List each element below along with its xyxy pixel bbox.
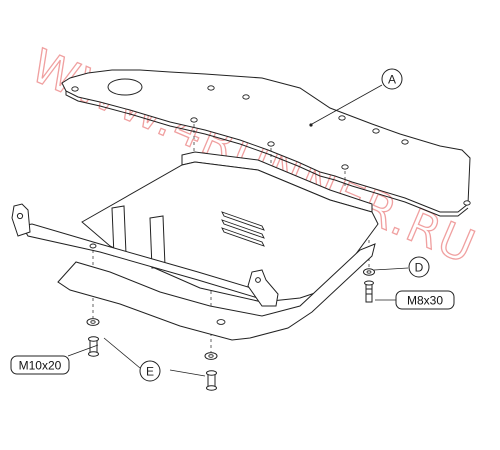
leader-lines <box>67 84 409 377</box>
bolt-m10-tag: M10x20 <box>10 355 70 375</box>
skid-plate-hole <box>216 319 226 325</box>
top-plate-marker-dot <box>309 123 313 127</box>
bolt-m8-tag: M8x30 <box>395 290 455 310</box>
callout-e-label: E <box>146 365 154 379</box>
skid-plate-hole-rear <box>89 243 97 249</box>
bolt-right-lower <box>206 370 217 391</box>
callout-d-label: D <box>415 261 424 275</box>
callout-a-label: A <box>388 73 396 87</box>
washer-right-hole <box>208 354 214 358</box>
bolt-m8-label: M8x30 <box>407 294 443 308</box>
callout-a: A <box>381 68 403 90</box>
washer-left-hole <box>90 320 96 324</box>
washer-d-hole <box>366 270 372 274</box>
skid-plate-uprights <box>111 205 166 269</box>
bolt-m10 <box>88 336 99 357</box>
bolt-m10-label: M10x20 <box>19 359 62 373</box>
rail-end-bracket-left <box>11 203 31 237</box>
callout-e: E <box>139 360 161 382</box>
top-plate <box>61 69 471 217</box>
bolt-m8 <box>364 280 374 303</box>
skid-plate-vent-slots <box>221 211 265 247</box>
callout-d: D <box>408 256 430 278</box>
top-plate-opening <box>107 78 143 96</box>
rail-end-bracket-right <box>247 269 279 307</box>
top-plate-bolt-holes <box>71 85 471 206</box>
